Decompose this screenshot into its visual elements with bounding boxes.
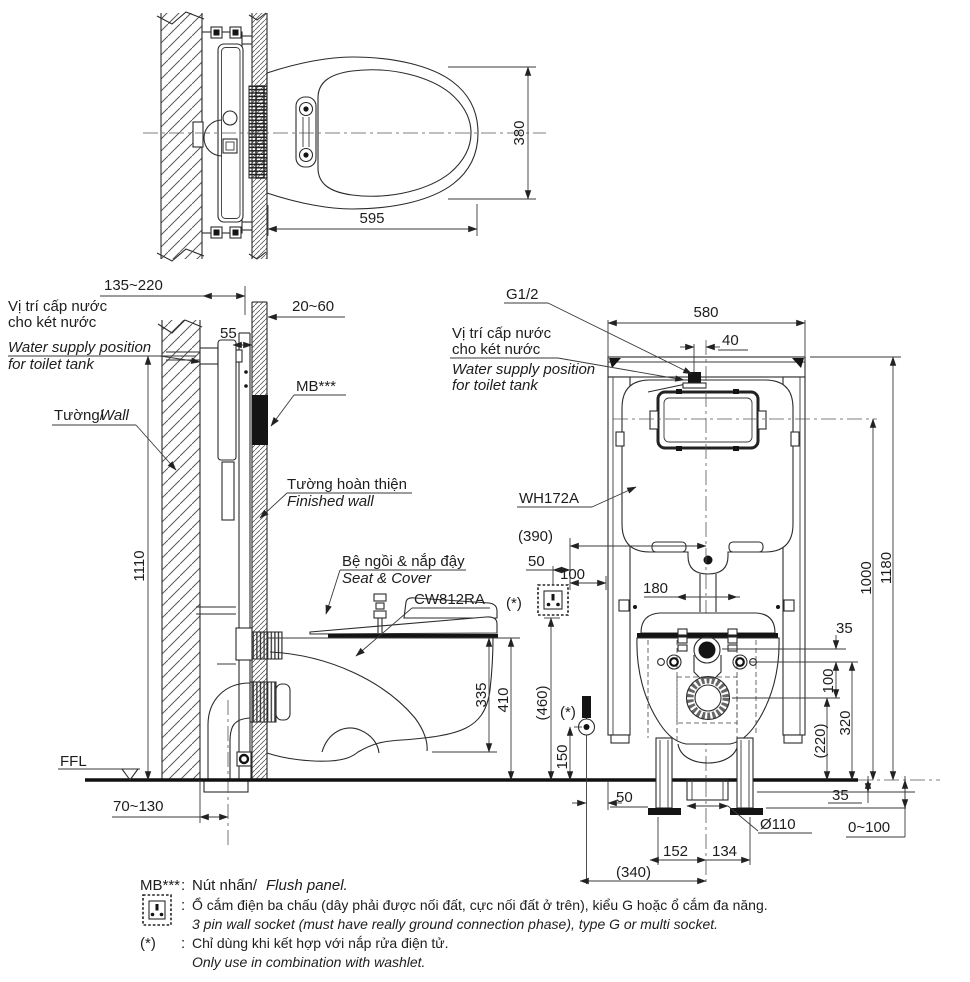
flush-panel-label: MB*** bbox=[296, 378, 336, 395]
thread-label: G1/2 bbox=[506, 286, 539, 303]
wall-socket-icon bbox=[537, 584, 569, 616]
front-view-dimensions: 580 40 1180 1000 (390) 50 100 (*) (460) bbox=[506, 304, 909, 885]
legend-flush-en: Flush panel. bbox=[266, 877, 348, 894]
legend-flush-vn: Nút nhấn/ bbox=[192, 877, 258, 894]
finished-wall-label-en: Finished wall bbox=[287, 493, 374, 510]
frame-model-label: WH172A bbox=[519, 490, 579, 507]
dim-100-bolt: 100 bbox=[820, 668, 837, 693]
dim-40: 40 bbox=[722, 332, 739, 349]
dim-410: 410 bbox=[495, 687, 512, 712]
legend-sep-1: : bbox=[181, 877, 185, 894]
dim-135-220: 135~220 bbox=[104, 277, 163, 294]
wall-label-vn: Tường/ bbox=[54, 407, 105, 424]
spray-valve-icon bbox=[577, 696, 596, 884]
supply-label-en1: Water supply position bbox=[452, 361, 595, 378]
dim-390: (390) bbox=[518, 528, 553, 545]
carrier-frame-side bbox=[166, 332, 291, 847]
ffl-label: FFL bbox=[60, 753, 87, 770]
dim-335: 335 bbox=[473, 682, 490, 707]
seat-label-en: Seat & Cover bbox=[342, 570, 432, 587]
toilet-side bbox=[266, 593, 520, 762]
dim-1180: 1180 bbox=[878, 552, 895, 584]
supply-label-en2: for toilet tank bbox=[8, 356, 95, 373]
dim-1110: 1110 bbox=[131, 550, 148, 581]
flush-opening bbox=[649, 389, 767, 451]
dim-70-130: 70~130 bbox=[113, 798, 163, 815]
side-view-labels: Vị trí cấp nước cho két nước Water suppl… bbox=[8, 298, 490, 657]
legend-socket-vn: Ổ cắm điện ba chấu (dây phải được nối đấ… bbox=[192, 896, 768, 913]
dim-320: 320 bbox=[837, 710, 854, 735]
legend-key-mb: MB*** bbox=[140, 877, 180, 894]
dim-152: 152 bbox=[663, 843, 688, 860]
dim-150: 150 bbox=[554, 744, 571, 769]
top-view: 380 595 bbox=[143, 11, 546, 262]
dim-1000: 1000 bbox=[858, 561, 875, 594]
front-view-labels: G1/2 Vị trí cấp nước cho két nước Water … bbox=[450, 286, 693, 508]
seat-label-vn: Bệ ngồi & nắp đậy bbox=[342, 553, 465, 570]
dim-35-floor: 35 bbox=[832, 787, 849, 804]
dim-340: (340) bbox=[616, 864, 651, 881]
supply-label-vn1: Vị trí cấp nước bbox=[452, 325, 552, 342]
side-view: FFL 135~220 55 20~60 1110 335 410 70~1 bbox=[8, 277, 940, 847]
legend-washlet-vn: Chỉ dùng khi kết hợp với nắp rửa điện tử… bbox=[192, 935, 449, 951]
legend-key-star: (*) bbox=[140, 935, 156, 952]
wall-label-en: Wall bbox=[100, 407, 130, 424]
bowl-model-label: CW812RA bbox=[414, 591, 485, 608]
top-view-dimensions: 380 595 bbox=[267, 66, 536, 236]
flush-panel-plan-icon bbox=[248, 85, 272, 179]
legend-socket-icon bbox=[142, 894, 172, 926]
dim-0-100: 0~100 bbox=[848, 819, 890, 836]
dim-220: (220) bbox=[812, 723, 829, 758]
dim-drain-diameter: Ø110 bbox=[760, 816, 796, 833]
washlet-mark-socket: (*) bbox=[506, 595, 522, 612]
dim-20-60: 20~60 bbox=[292, 298, 334, 315]
legend-sep-2: : bbox=[181, 897, 185, 914]
rough-wall-side bbox=[157, 319, 203, 780]
carrier-frame-plan bbox=[192, 26, 252, 239]
side-view-dimensions: 135~220 55 20~60 1110 335 410 70~130 bbox=[100, 277, 515, 823]
water-inlet-icon bbox=[698, 641, 716, 659]
washlet-mark-spray: (*) bbox=[560, 704, 576, 721]
dim-460: (460) bbox=[534, 685, 551, 720]
dim-35-inlet: 35 bbox=[836, 620, 853, 637]
legend-socket-en: 3 pin wall socket (must have really grou… bbox=[192, 916, 718, 932]
dim-180: 180 bbox=[643, 580, 668, 597]
dim-595: 595 bbox=[359, 210, 384, 227]
dim-55: 55 bbox=[220, 325, 237, 342]
drain-outlet-icon bbox=[686, 676, 730, 720]
supply-label-vn2: cho két nước bbox=[8, 314, 97, 331]
front-view: 580 40 1180 1000 (390) 50 100 (*) (460) bbox=[450, 286, 915, 886]
dim-580: 580 bbox=[693, 304, 718, 321]
legend: MB*** : Nút nhấn/ Flush panel. : Ổ cắm đ… bbox=[140, 877, 768, 970]
cistern-front bbox=[613, 340, 877, 886]
legend-sep-3: : bbox=[181, 935, 185, 952]
flush-panel-side-icon bbox=[252, 395, 268, 445]
dim-50-leg: 50 bbox=[616, 789, 633, 806]
floor-line: FFL bbox=[58, 753, 940, 782]
dim-50-socket: 50 bbox=[528, 553, 545, 570]
finished-wall-label-vn: Tường hoàn thiện bbox=[287, 476, 407, 493]
supply-label-en2: for toilet tank bbox=[452, 377, 539, 394]
supply-label-vn1: Vị trí cấp nước bbox=[8, 298, 108, 315]
toilet-front bbox=[636, 612, 780, 764]
legend-washlet-en: Only use in combination with washlet. bbox=[192, 954, 425, 970]
supply-label-en1: Water supply position bbox=[8, 339, 151, 356]
frame-legs bbox=[648, 737, 915, 815]
dim-100-socket: 100 bbox=[560, 566, 585, 583]
supply-label-vn2: cho két nước bbox=[452, 341, 541, 358]
dim-380: 380 bbox=[511, 120, 528, 145]
supply-inlet-marker bbox=[688, 372, 701, 383]
dim-134: 134 bbox=[712, 843, 737, 860]
